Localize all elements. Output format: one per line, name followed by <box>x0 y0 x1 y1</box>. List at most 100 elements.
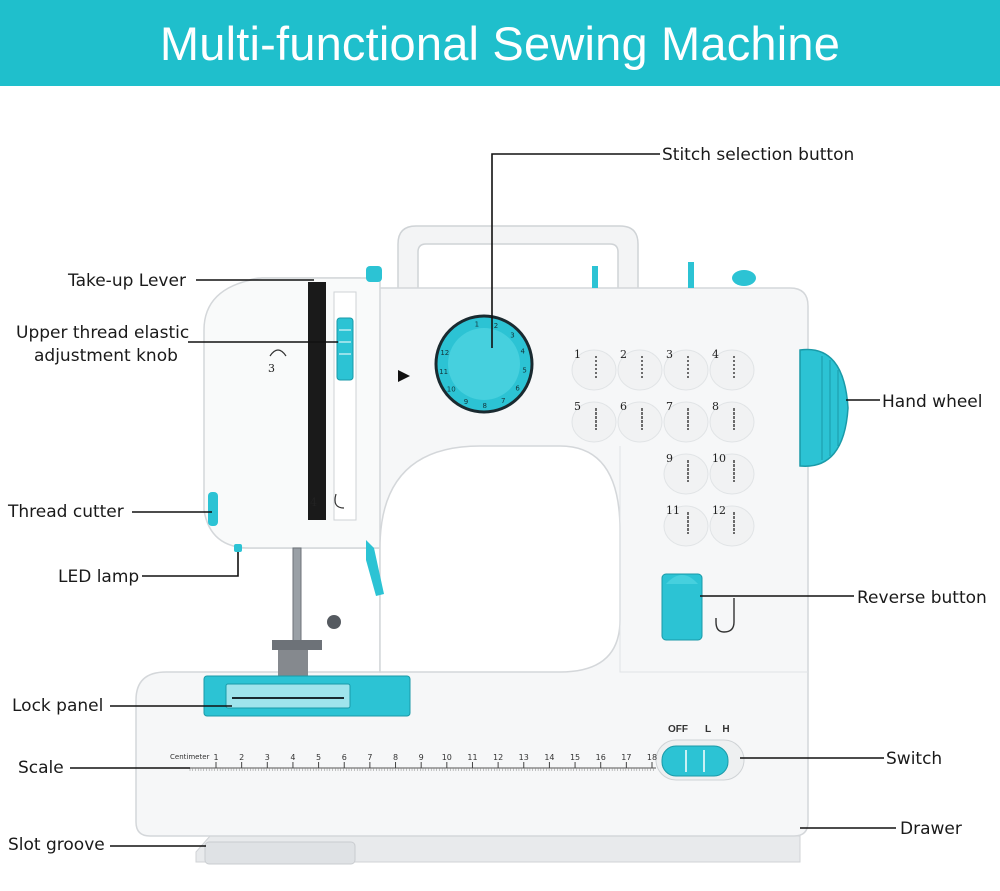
dial-number: 2 <box>494 322 498 330</box>
scale-tick-label: 4 <box>290 753 295 762</box>
scale-tick-label: 11 <box>467 753 477 762</box>
free-arm-opening <box>379 445 621 673</box>
switch-label: OFF <box>668 724 688 735</box>
stitch-number: 12 <box>712 504 726 517</box>
scale-tick-label: 7 <box>367 753 372 762</box>
thread-cutter <box>208 492 218 526</box>
label-thread-cutter: Thread cutter <box>7 502 124 522</box>
scale-tick-label: 8 <box>393 753 398 762</box>
label-upper-thread-knob-line1: Upper thread elastic <box>16 323 189 343</box>
dial-number: 4 <box>521 348 526 356</box>
stitch-number: 1 <box>574 348 581 361</box>
presser-foot <box>278 650 308 678</box>
dial-arrow <box>398 370 410 382</box>
slot-groove <box>204 841 356 865</box>
stitch-slot <box>571 349 617 391</box>
scale-tick-label: 6 <box>342 753 347 762</box>
bobbin-winder-peg <box>366 266 382 282</box>
label-take-up-lever: Take-up Lever <box>67 271 186 291</box>
stitch-number: 11 <box>666 504 680 517</box>
scale-tick-label: 2 <box>239 753 244 762</box>
stitch-number: 7 <box>666 400 673 413</box>
dial-number: 10 <box>447 386 456 394</box>
scale-tick-label: 12 <box>493 753 503 762</box>
scale-tick-label: 3 <box>265 753 270 762</box>
upper-thread-knob[interactable] <box>336 317 354 381</box>
label-slot-groove: Slot groove <box>8 835 105 855</box>
label-drawer: Drawer <box>900 819 962 839</box>
spool-pin <box>592 266 598 288</box>
callout-labels: Stitch selection button Take-up Lever Up… <box>7 145 987 855</box>
label-scale: Scale <box>18 758 64 778</box>
scale-tick-label: 18 <box>647 753 657 762</box>
dial-number: 7 <box>501 397 505 405</box>
stitch-number: 5 <box>574 400 581 413</box>
needle-mark: 4 <box>310 496 317 509</box>
stitch-number: 4 <box>712 348 719 361</box>
scale-tick-label: 9 <box>419 753 424 762</box>
dial-number: 8 <box>482 402 486 410</box>
dial-number: 5 <box>522 367 526 375</box>
dial-center <box>448 328 520 400</box>
stitch-slot <box>663 401 709 443</box>
needle-bar <box>292 547 302 645</box>
stitch-slot <box>663 453 709 495</box>
scale-tick-label: 1 <box>213 753 218 762</box>
label-hand-wheel: Hand wheel <box>882 392 983 412</box>
label-stitch-selection-button: Stitch selection button <box>662 145 854 165</box>
label-lock-panel: Lock panel <box>12 696 103 716</box>
bobbin-winder <box>732 270 756 286</box>
scale-tick-label: 16 <box>596 753 606 762</box>
dial-number: 6 <box>515 385 520 393</box>
stitch-slot <box>617 349 663 391</box>
stitch-slot <box>617 401 663 443</box>
dial-number: 3 <box>510 332 514 340</box>
dial-number: 12 <box>440 349 449 357</box>
reverse-button[interactable] <box>661 573 703 641</box>
switch-label: L <box>705 724 711 735</box>
switch-label: H <box>722 724 729 735</box>
carry-handle <box>397 225 639 293</box>
stitch-slot <box>663 505 709 547</box>
callout-leaders <box>70 153 896 847</box>
dial-number: 11 <box>439 368 448 376</box>
stitch-slot <box>709 349 755 391</box>
dial-number: 9 <box>464 398 468 406</box>
scale-tick-label: 13 <box>519 753 529 762</box>
stitch-slot <box>571 401 617 443</box>
title-banner: Multi-functional Sewing Machine <box>0 0 1000 86</box>
dial-number: 1 <box>475 321 479 329</box>
scale-unit: Centimeter <box>170 753 209 761</box>
scale-tick-label: 17 <box>621 753 631 762</box>
spool-pin-2 <box>688 262 694 288</box>
label-upper-thread-knob-line2: adjustment knob <box>34 346 178 366</box>
scale-tick-label: 14 <box>544 753 554 762</box>
power-switch[interactable] <box>661 745 729 777</box>
thread-path-slot <box>308 282 326 520</box>
hand-wheel[interactable] <box>799 348 849 467</box>
stitch-number: 2 <box>620 348 627 361</box>
stitch-number: 6 <box>620 400 627 413</box>
stitch-number: 9 <box>666 452 673 465</box>
scale-tick-label: 5 <box>316 753 321 762</box>
label-switch: Switch <box>886 749 942 769</box>
led-lamp <box>234 544 242 552</box>
presser-foot-lever <box>366 540 384 596</box>
label-reverse-button: Reverse button <box>857 588 987 608</box>
foot-screw <box>327 615 341 629</box>
stitch-slot <box>663 349 709 391</box>
tension-mark: 3 <box>268 362 275 375</box>
label-led-lamp: LED lamp <box>58 567 139 587</box>
stitch-number: 10 <box>712 452 726 465</box>
page-title: Multi-functional Sewing Machine <box>159 16 841 70</box>
stitch-number: 3 <box>666 348 673 361</box>
stitch-slot <box>709 401 755 443</box>
stitch-number: 8 <box>712 400 719 413</box>
stitch-slot <box>709 453 755 495</box>
presser-foot-holder <box>272 640 322 650</box>
